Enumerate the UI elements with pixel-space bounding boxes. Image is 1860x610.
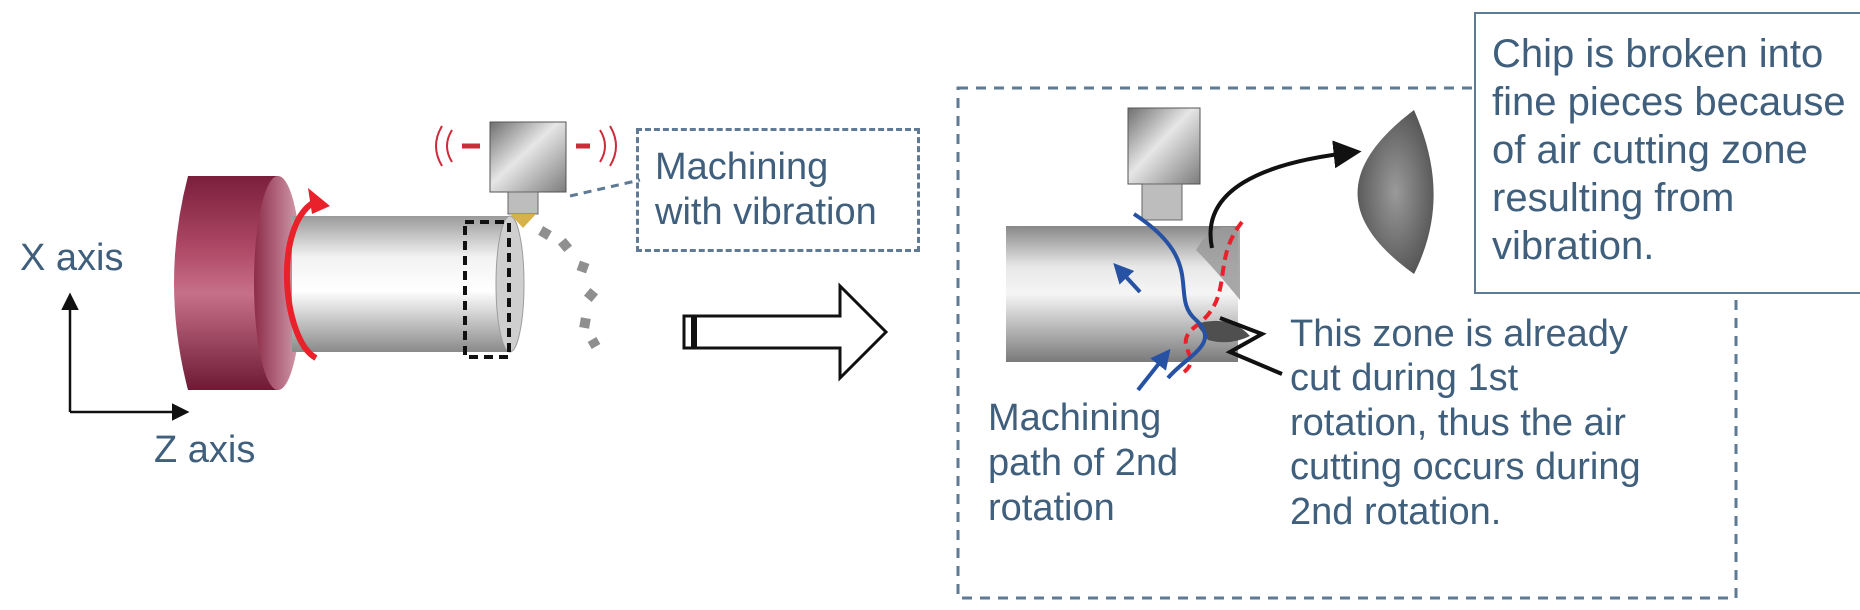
zone-note-line-4: cutting occurs during	[1290, 446, 1641, 489]
chip-note-line-5: vibration.	[1492, 224, 1655, 268]
zone-note-line-5: 2nd rotation.	[1290, 490, 1502, 533]
path-note: Machining path of 2nd rotation	[988, 396, 1178, 530]
detail-tool	[1127, 107, 1201, 185]
zone-pointer	[1219, 316, 1283, 376]
workpiece-shaft	[292, 216, 510, 352]
left-lathe	[174, 121, 641, 390]
cut-zone-marker	[463, 220, 511, 359]
broken-chip	[1357, 110, 1434, 274]
cutting-tool	[489, 121, 567, 193]
path-note-line-1: Machining	[988, 397, 1162, 439]
rotation-arrow	[283, 197, 320, 361]
blue-arrow-lower	[1136, 348, 1171, 392]
chip-note-line-1: Chip is broken into	[1492, 32, 1824, 76]
blue-path	[1132, 212, 1208, 380]
chip-note-line-3: of air cutting zone	[1492, 128, 1808, 172]
chip-note-line-4: resulting from	[1492, 176, 1735, 220]
chip-note-line-2: fine pieces because	[1492, 80, 1846, 124]
chuck-face	[254, 176, 302, 390]
z-axis-label: Z axis	[154, 429, 256, 471]
vibration-label-box: Machining with vibration	[636, 128, 920, 252]
zone-note-line-2: cut during 1st	[1290, 357, 1519, 400]
fine-chips	[538, 226, 601, 349]
detail-view	[1006, 107, 1434, 392]
vibration-label-line-2: with vibration	[655, 190, 877, 233]
zone-note: This zone is already cut during 1st rota…	[1290, 312, 1641, 534]
path-note-line-2: path of 2nd	[988, 441, 1179, 484]
blue-arrow-upper	[1113, 263, 1142, 294]
x-axis-label: X axis	[20, 237, 124, 279]
path-note-line-3: rotation	[988, 486, 1115, 529]
zone-note-line-1: This zone is already	[1290, 313, 1628, 355]
chip-pointer	[1208, 140, 1362, 249]
vibration-label-line-1: Machining	[655, 146, 829, 188]
chip-note-box: Chip is broken into fine pieces because …	[1474, 12, 1860, 294]
zone-note-line-3: rotation, thus the air	[1290, 401, 1626, 444]
detail-frame	[956, 86, 1738, 600]
chip-curl	[1196, 226, 1240, 300]
transition-arrow	[682, 282, 889, 382]
axes	[61, 292, 190, 421]
